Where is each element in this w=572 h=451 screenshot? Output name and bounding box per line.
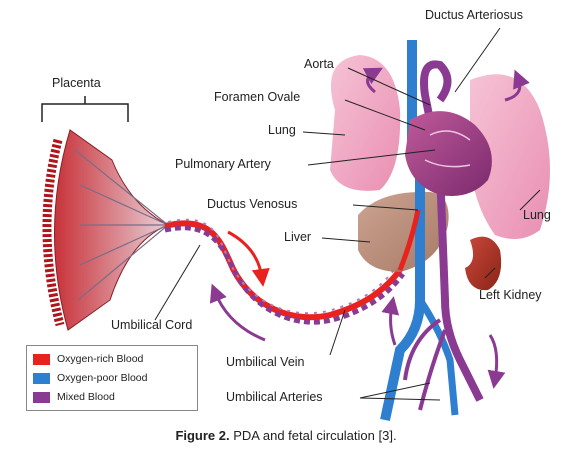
label-left-kidney: Left Kidney <box>479 288 542 302</box>
label-umbilical-vein: Umbilical Vein <box>226 355 305 369</box>
legend-label: Mixed Blood <box>57 391 115 403</box>
legend-label: Oxygen-poor Blood <box>57 372 148 384</box>
kidney-shape <box>465 236 502 291</box>
label-lung-right: Lung <box>523 208 551 222</box>
figure-caption: Figure 2. PDA and fetal circulation [3]. <box>0 428 572 443</box>
right-lung-shape <box>470 74 550 240</box>
umbilical-arteries-shape <box>403 318 447 411</box>
legend-item-oxygen-rich: Oxygen-rich Blood <box>33 351 143 367</box>
label-ductus-venosus: Ductus Venosus <box>207 197 298 211</box>
legend-swatch-red <box>33 353 50 365</box>
label-pulmonary-artery: Pulmonary Artery <box>175 157 271 171</box>
leader-lines <box>154 27 541 401</box>
liver-shape <box>358 191 449 272</box>
legend-item-oxygen-poor: Oxygen-poor Blood <box>33 370 147 386</box>
label-aorta: Aorta <box>304 57 334 71</box>
descending-aorta <box>420 60 484 402</box>
left-lung-shape <box>330 55 401 191</box>
caption-text: PDA and fetal circulation [3]. <box>229 428 397 443</box>
oxygen-rich-flow-arrow <box>227 230 270 287</box>
placenta-bracket <box>41 96 129 122</box>
ductus-venosus-vessel <box>397 209 421 271</box>
label-liver: Liver <box>284 230 312 244</box>
label-umbilical-cord: Umbilical Cord <box>111 318 193 332</box>
blue-branch <box>417 298 459 416</box>
right-lung-flow-arrow <box>504 69 530 102</box>
label-placenta: Placenta <box>52 76 101 90</box>
purple-down-arrow <box>487 334 506 389</box>
left-lung-flow-arrow <box>362 67 383 94</box>
legend-label: Oxygen-rich Blood <box>57 353 144 365</box>
label-foramen-ovale: Foramen Ovale <box>214 90 301 104</box>
label-lung-left: Lung <box>268 123 296 137</box>
placenta-shape <box>42 129 170 331</box>
heart-shape <box>405 111 492 196</box>
legend-item-mixed: Mixed Blood <box>33 389 115 405</box>
legend: Oxygen-rich Blood Oxygen-poor Blood Mixe… <box>26 345 198 411</box>
label-umbilical-arteries: Umbilical Arteries <box>226 390 323 404</box>
label-ductus-arteriosus: Ductus Arteriosus <box>425 8 523 22</box>
legend-swatch-blue <box>33 372 50 384</box>
fetal-circulation-diagram: Ductus Arteriosus Aorta Placenta Foramen… <box>26 8 551 422</box>
umbilical-cord <box>164 218 405 325</box>
figure-number: Figure 2. <box>175 428 230 443</box>
diagram-artwork <box>41 27 550 422</box>
mixed-flow-arrow <box>209 283 266 342</box>
legend-swatch-purple <box>33 391 50 403</box>
purple-up-arrow <box>381 296 400 346</box>
